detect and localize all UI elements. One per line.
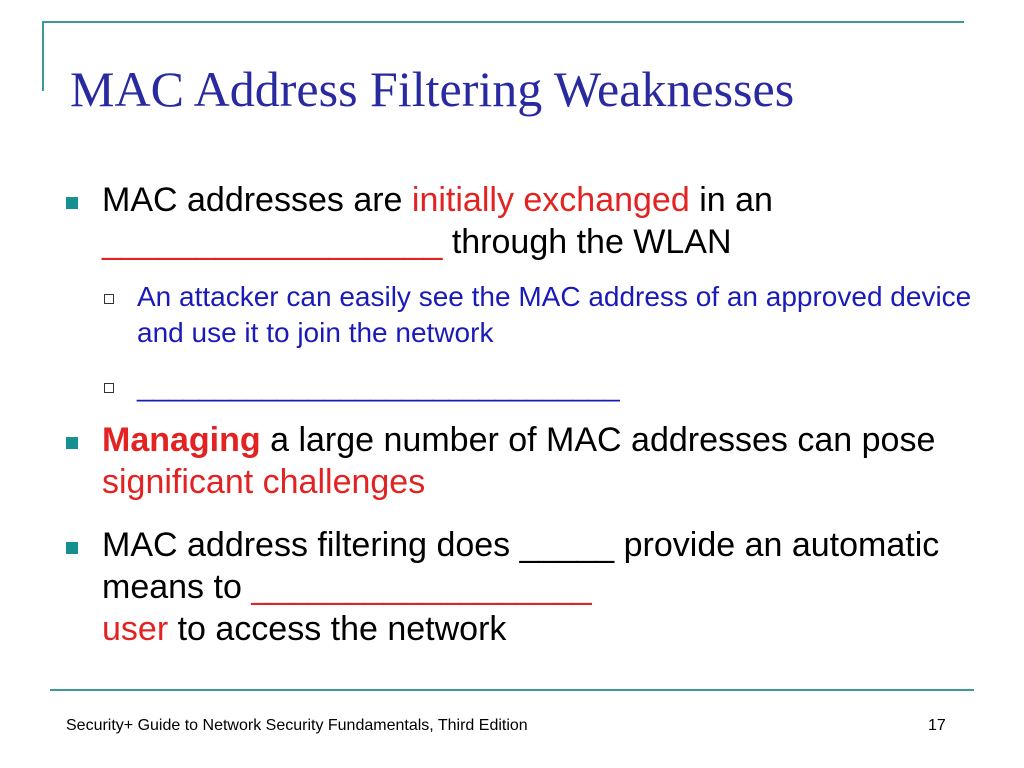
bullet-2-highlight: Managing: [102, 421, 261, 459]
footer-source: Security+ Guide to Network Security Fund…: [66, 717, 528, 734]
bullet-marker-3: [66, 542, 78, 554]
sub-bullet-1: An attacker can easily see the MAC addre…: [137, 281, 972, 348]
bullet-1-text-a: MAC addresses are: [102, 181, 412, 219]
bullet-3-text-b: to access the network: [168, 610, 507, 648]
bullet-3-highlight: user: [102, 610, 169, 648]
bullet-marker-1: [66, 197, 78, 209]
bullet-1-text-b: in an: [689, 181, 773, 219]
top-divider-line: [42, 21, 964, 23]
bullet-3-text-a: MAC address filtering does _____ provide…: [102, 526, 940, 606]
bullet-3: MAC address filtering does _____ provide…: [102, 524, 982, 650]
bullet-1-blank: __________________: [102, 223, 443, 261]
bullet-2-text: a large number of MAC addresses can pose: [260, 421, 936, 459]
bullet-1: MAC addresses are initially exchanged in…: [102, 179, 982, 263]
left-accent-line: [42, 21, 44, 91]
sub-bullet-marker-1: [104, 294, 114, 304]
bottom-divider-line: [50, 689, 974, 691]
bullet-3-blank: __________________: [251, 568, 592, 606]
page-number: 17: [928, 717, 946, 734]
bullet-1-text-c: through the WLAN: [442, 223, 732, 261]
bullet-1-highlight: initially exchanged: [411, 181, 690, 219]
slide-title: MAC Address Filtering Weaknesses: [70, 61, 795, 117]
bullet-2-highlight-2: significant challenges: [102, 463, 426, 501]
bullet-2: Managing a large number of MAC addresses…: [102, 419, 982, 503]
sub-bullet-marker-2: [104, 383, 114, 393]
sub-bullet-2-blank: _______________________________: [137, 371, 620, 402]
bullet-marker-2: [66, 437, 78, 449]
